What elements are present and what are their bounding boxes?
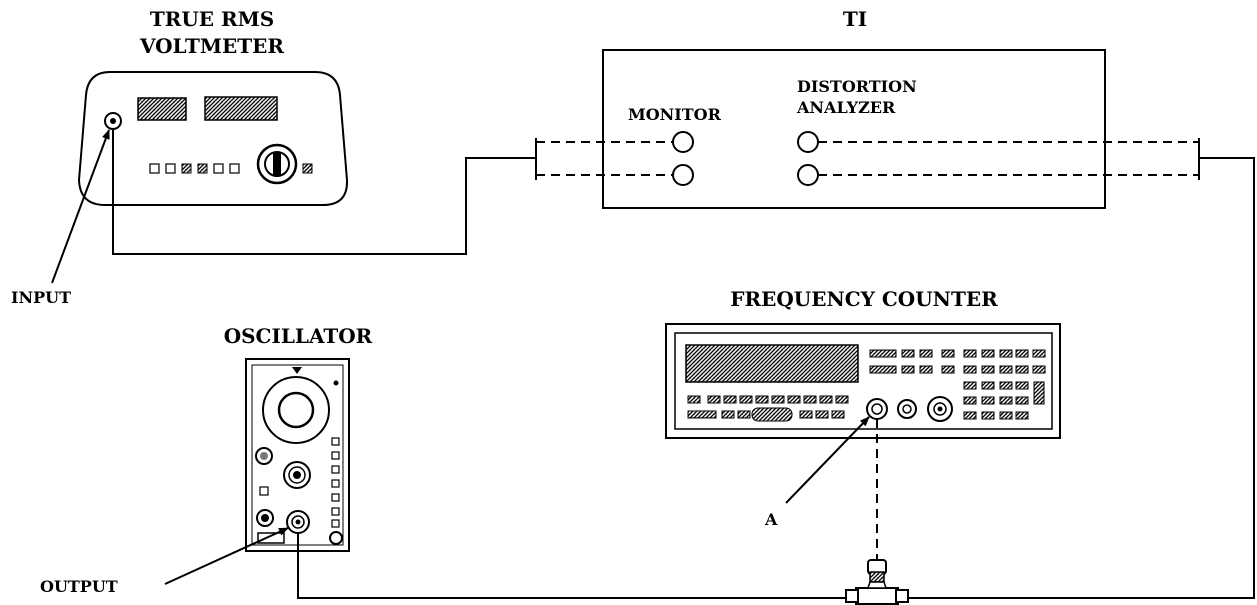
frequency-counter-body	[665, 323, 1061, 439]
monitor-jack-bottom[interactable]	[672, 164, 694, 186]
oscillator-title: OSCILLATOR	[224, 324, 373, 348]
voltmeter-title-line1: TRUE RMS	[150, 7, 274, 31]
oscillator-amplitude-knob[interactable]	[283, 461, 311, 489]
input-arrow	[51, 129, 110, 284]
monitor-jack-top[interactable]	[672, 131, 694, 153]
point-a-label: A	[764, 510, 778, 529]
voltmeter-display	[204, 96, 278, 121]
frequency-counter-display	[685, 344, 859, 383]
distortion-analyzer-jack-top[interactable]	[797, 131, 819, 153]
distortion-analyzer-jack-bottom[interactable]	[797, 164, 819, 186]
true-rms-voltmeter: TRUE RMS VOLTMETER	[77, 7, 349, 206]
oscillator: OSCILLATOR	[224, 324, 373, 552]
bnc-tee-adapter	[845, 559, 909, 605]
cable-oscillator-to-tee	[297, 533, 846, 599]
oscillator-indicator-dot	[333, 380, 339, 386]
ti-dashed-connections	[535, 138, 1200, 180]
ti-unit: TI MONITOR DISTORTION ANALYZER	[602, 7, 1106, 209]
voltmeter-title-line2: VOLTMETER	[139, 34, 284, 58]
oscillator-aux-jack[interactable]	[256, 509, 274, 527]
cable-voltmeter-to-monitor	[112, 129, 536, 255]
frequency-counter-key-rows[interactable]	[687, 349, 1046, 422]
oscillator-small-button[interactable]	[259, 486, 269, 496]
oscillator-dial-pointer	[292, 367, 302, 374]
input-label: INPUT	[11, 288, 71, 307]
voltmeter-button-row[interactable]	[149, 163, 313, 174]
monitor-label: MONITOR	[628, 105, 722, 124]
voltmeter-meter-window	[137, 97, 187, 121]
frequency-counter-input-c[interactable]	[927, 396, 953, 422]
voltmeter-range-knob[interactable]	[256, 143, 298, 185]
oscillator-power-knob[interactable]	[329, 531, 343, 545]
ti-title: TI	[843, 7, 867, 31]
distortion-analyzer-label-line1: DISTORTION	[797, 77, 917, 96]
frequency-counter-title: FREQUENCY COUNTER	[730, 287, 998, 311]
voltmeter-input-jack[interactable]	[104, 112, 122, 130]
point-a-arrow	[785, 416, 870, 504]
oscillator-output-jack[interactable]	[286, 510, 310, 534]
frequency-counter-input-b[interactable]	[897, 399, 917, 419]
cable-tee-to-distortion-analyzer	[908, 157, 1255, 599]
frequency-counter-bezel	[674, 332, 1053, 430]
oscillator-knob-left[interactable]	[255, 447, 273, 465]
oscillator-range-buttons[interactable]	[331, 437, 340, 528]
output-arrow	[164, 527, 289, 585]
output-label: OUTPUT	[40, 577, 118, 596]
voltmeter-body	[77, 71, 349, 206]
ti-body	[602, 49, 1106, 209]
oscillator-switch[interactable]	[257, 532, 285, 544]
frequency-counter: FREQUENCY COUNTER	[665, 287, 1061, 439]
frequency-counter-input-a[interactable]	[866, 398, 888, 420]
oscillator-frequency-dial[interactable]	[262, 376, 330, 444]
distortion-analyzer-label-line2: ANALYZER	[796, 98, 896, 117]
